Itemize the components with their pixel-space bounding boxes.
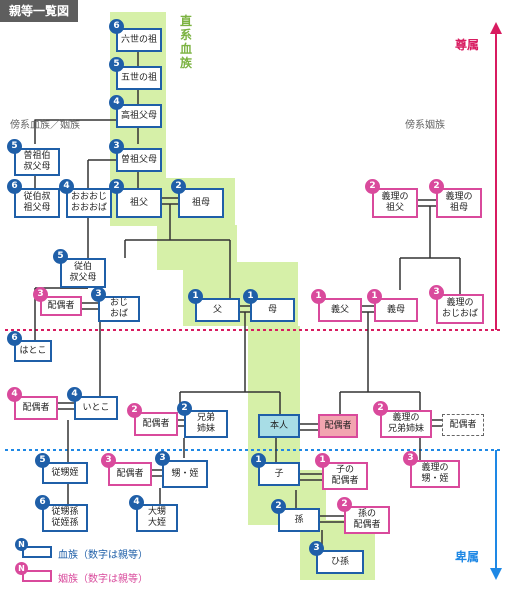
kin-node-sobo: 祖母 xyxy=(178,188,224,218)
kin-node-rokuso: 六世の祖 xyxy=(116,28,162,52)
legend-blood-swatch xyxy=(22,546,52,558)
kin-node-haha: 母 xyxy=(250,298,295,322)
kin-node-haiguu2: 配偶者 xyxy=(14,396,58,420)
descendant-label: 卑属 xyxy=(455,550,480,564)
degree-badge: 4 xyxy=(59,179,74,194)
kin-node-juhakushuku: 従伯叔 祖父母 xyxy=(14,188,60,218)
kin-node-haiguusha: 配偶者 xyxy=(318,414,358,438)
kin-node-ojioba: おじ おば xyxy=(98,296,140,322)
direct-line-band xyxy=(248,326,300,476)
degree-badge: 6 xyxy=(109,19,124,34)
degree-badge: 2 xyxy=(127,403,142,418)
degree-badge: 5 xyxy=(109,57,124,72)
kin-node-gibo: 義母 xyxy=(374,298,418,322)
legend-blood-text: 血族（数字は親等） xyxy=(58,550,148,561)
degree-badge: 4 xyxy=(67,387,82,402)
kin-node-mago: 孫 xyxy=(278,508,320,532)
legend-inlaw-swatch xyxy=(22,570,52,582)
kin-node-chichi: 父 xyxy=(195,298,240,322)
degree-badge: 4 xyxy=(109,95,124,110)
kin-node-oimei: 甥・姪 xyxy=(162,460,208,488)
kin-node-ooojioba: おおおじ おおおば xyxy=(66,188,112,218)
kin-node-sofu: 祖父 xyxy=(116,188,162,218)
descendant-arrowhead xyxy=(490,568,502,580)
ascendant-label: 尊属 xyxy=(455,38,480,52)
degree-badge: 3 xyxy=(91,287,106,302)
kin-node-gifu: 義父 xyxy=(318,298,362,322)
degree-badge: 1 xyxy=(251,453,266,468)
degree-badge: 3 xyxy=(309,541,324,556)
diagram-title: 親等一覧図 xyxy=(0,0,78,22)
degree-badge: 3 xyxy=(33,287,48,302)
degree-badge: 1 xyxy=(188,289,203,304)
degree-badge: 5 xyxy=(35,453,50,468)
degree-badge: 3 xyxy=(155,451,170,466)
kin-node-honnin: 本人 xyxy=(258,414,300,438)
kin-node-haiguu1: 配偶者 xyxy=(40,296,82,316)
degree-badge: 3 xyxy=(101,453,116,468)
kin-node-soso: 曽祖父母 xyxy=(116,148,162,172)
degree-badge: 5 xyxy=(7,139,22,154)
kin-node-haiguu4: 配偶者 xyxy=(108,462,152,486)
kin-node-itoko: いとこ xyxy=(74,396,118,420)
degree-badge: 2 xyxy=(271,499,286,514)
degree-badge: 3 xyxy=(109,139,124,154)
kin-node-itokooji: 従伯 叔父母 xyxy=(60,258,106,288)
degree-badge: 6 xyxy=(7,179,22,194)
direct-line-label: 直系血族 xyxy=(180,14,193,70)
degree-badge: 2 xyxy=(365,179,380,194)
kin-node-haiguu_dash: 配偶者 xyxy=(442,414,484,436)
degree-badge: 2 xyxy=(177,401,192,416)
degree-badge: 1 xyxy=(311,289,326,304)
kin-node-haiguu3: 配偶者 xyxy=(134,412,178,436)
degree-badge: 2 xyxy=(171,179,186,194)
degree-badge: 4 xyxy=(7,387,22,402)
legend-blood-badge: N xyxy=(15,538,28,551)
collateral-blood-label: 傍系血族／姻族 xyxy=(10,120,80,131)
kin-node-hatoko: はとこ xyxy=(14,340,52,362)
degree-badge: 3 xyxy=(403,451,418,466)
degree-badge: 5 xyxy=(53,249,68,264)
kin-node-gikyodai: 義理の 兄弟姉妹 xyxy=(380,410,432,438)
degree-badge: 2 xyxy=(337,497,352,512)
kin-node-giri_sofu: 義理の 祖父 xyxy=(372,188,418,218)
kin-node-giri_oimei: 義理の 甥・姪 xyxy=(410,460,460,488)
kin-node-sosohaku: 曽祖伯 叔父母 xyxy=(14,148,60,176)
legend-inlaw-text: 姻族（数字は親等） xyxy=(58,574,148,585)
kin-node-giri_ojioba: 義理の おじおば xyxy=(436,294,484,324)
degree-badge: 2 xyxy=(373,401,388,416)
kin-node-daioimei: 大甥 大姪 xyxy=(136,504,178,532)
degree-badge: 2 xyxy=(429,179,444,194)
kin-node-kyodai: 兄弟 姉妹 xyxy=(184,410,228,438)
kin-node-ko: 子 xyxy=(258,462,300,486)
degree-badge: 1 xyxy=(315,453,330,468)
kin-node-juteison: 従甥孫 従姪孫 xyxy=(42,504,88,532)
degree-badge: 4 xyxy=(129,495,144,510)
kin-node-ko_haiguu: 子の 配偶者 xyxy=(322,462,368,490)
degree-badge: 2 xyxy=(109,179,124,194)
degree-badge: 6 xyxy=(7,331,22,346)
degree-badge: 6 xyxy=(35,495,50,510)
kin-node-giri_sobo: 義理の 祖母 xyxy=(436,188,482,218)
collateral-inlaw-label: 傍系姻族 xyxy=(405,120,445,131)
degree-badge: 1 xyxy=(367,289,382,304)
legend-inlaw-badge: N xyxy=(15,562,28,575)
ascendant-arrowhead xyxy=(490,22,502,34)
degree-badge: 1 xyxy=(243,289,258,304)
kin-node-mago_haiguu: 孫の 配偶者 xyxy=(344,506,390,534)
kin-node-koso: 高祖父母 xyxy=(116,104,162,128)
kin-node-jutei: 従甥姪 xyxy=(42,462,88,484)
degree-badge: 3 xyxy=(429,285,444,300)
kin-node-himago: ひ孫 xyxy=(316,550,364,574)
kin-node-goso: 五世の祖 xyxy=(116,66,162,90)
